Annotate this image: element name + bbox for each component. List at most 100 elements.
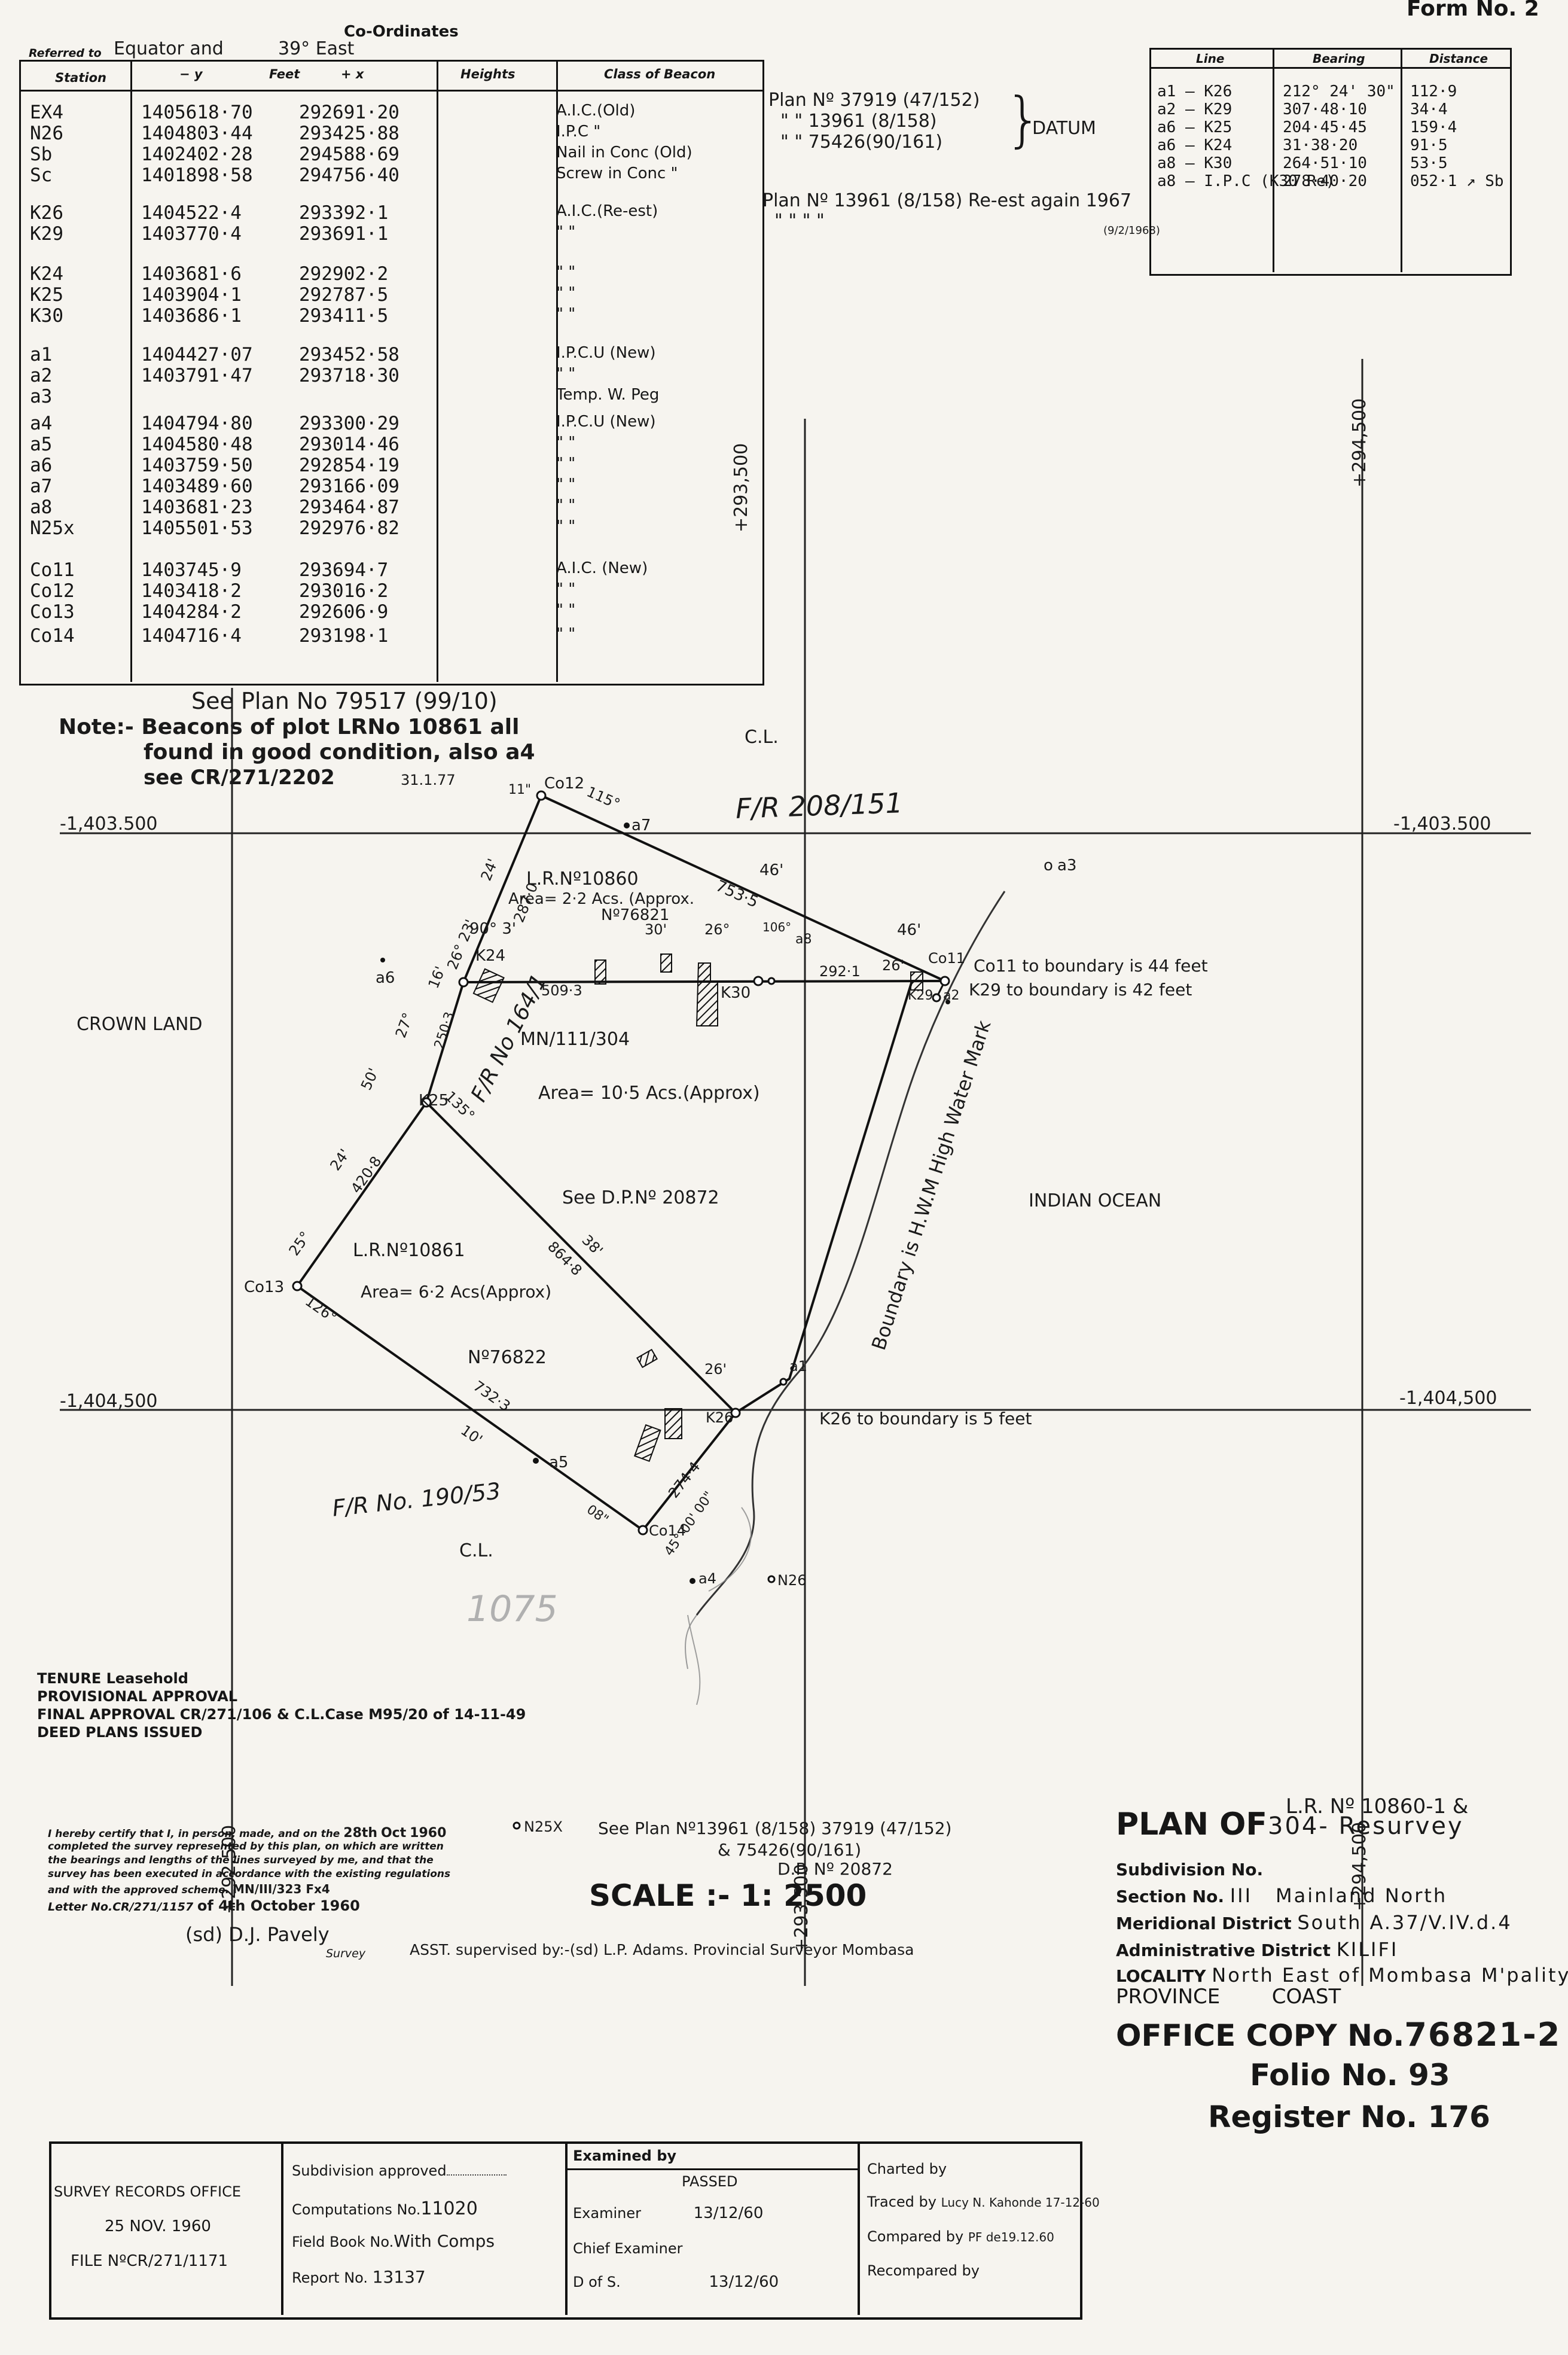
plan-administrative: Administrative District KILIFI [1116, 1938, 1399, 1961]
station-co13: Co13 [244, 1278, 285, 1296]
building-4 [695, 962, 718, 1026]
beacon-n25x [513, 1821, 521, 1830]
coord-cls-4: Screw in Conc " [556, 164, 678, 182]
label-crown-land-top: C.L. [745, 727, 779, 748]
bearing-distance-2: 34·4 [1410, 100, 1448, 118]
coord-station-6: K29 [30, 223, 63, 245]
header-class-of-beacon: Class of Beacon [604, 67, 716, 81]
coord-x-15: 292854·19 [299, 455, 399, 476]
beacon-a2 [945, 1000, 950, 1004]
coord-cls-10: I.P.C.U (New) [556, 344, 656, 362]
note-k26-boundary: K26 to boundary is 5 feet [819, 1409, 1032, 1428]
coord-x-20: 293016·2 [299, 580, 389, 602]
coord-station-16: a7 [30, 476, 53, 497]
label-lr-10861: L.R.Nº10861 [353, 1240, 465, 1261]
coord-x-4: 294756·40 [299, 164, 399, 186]
certify-text-5: and with the approved scheme. MN/III/323… [48, 1882, 330, 1896]
beacon-a8 [767, 977, 776, 985]
coord-cls-5: A.I.C.(Re-est) [556, 202, 658, 220]
coord-x-1: 292691·20 [299, 102, 399, 123]
certify-letter: Letter No.CR/271/1157 of 4th October 196… [48, 1897, 360, 1914]
beacon-k30 [753, 976, 764, 986]
label-pencil-1075: 1075 [466, 1588, 558, 1630]
records-field-book: Field Book No.With Comps [292, 2231, 495, 2251]
dim-509: 509·3 [541, 982, 582, 999]
referred-to-value: Equator and [114, 38, 224, 59]
coord-cls-9: " " [556, 305, 576, 323]
station-k24: K24 [475, 947, 506, 965]
bearings-table [1149, 48, 1512, 276]
coord-station-13: a4 [30, 413, 53, 434]
bearings-header-distance: Distance [1429, 51, 1488, 66]
datum-plan-2: " " 13961 (8/158) [780, 111, 937, 132]
records-computations: Computations No.11020 [292, 2198, 478, 2219]
coord-y-14: 1404580·48 [141, 434, 253, 455]
label-no-76821: Nº76821 [601, 906, 670, 924]
coord-station-2: N26 [30, 123, 63, 144]
see-plan-bottom-3: D.P. Nº 20872 [777, 1859, 893, 1879]
plan-office-copy: OFFICE COPY No.76821-2 [1116, 2016, 1561, 2054]
station-a2: a2 [943, 988, 960, 1003]
beacons-note-date: 31.1.77 [401, 772, 456, 788]
dim-26b: 26° [704, 921, 730, 938]
records-charted-by: Charted by [867, 2161, 947, 2177]
datum-reest: Plan Nº 13961 (8/158) Re-est again 1967 [762, 190, 1132, 211]
bearings-header-line: Line [1196, 51, 1225, 66]
boundary-east [734, 980, 945, 1414]
note-co11-boundary: Co11 to boundary is 44 feet [974, 956, 1208, 976]
records-subdivision-approved: Subdivision approved [292, 2162, 507, 2179]
records-file: FILE NºCR/271/1171 [71, 2252, 228, 2270]
form-number: Form No. 2 [1407, 0, 1539, 21]
coord-cls-17: " " [556, 496, 576, 514]
bearing-bearing-6: 278·40·20 [1283, 172, 1367, 190]
coord-y-6: 1403770·4 [141, 223, 242, 245]
station-a4: a4 [698, 1570, 716, 1587]
coord-y-4: 1401898·58 [141, 164, 253, 186]
records-dofs: D of S. 13/12/60 [573, 2273, 779, 2291]
station-co12: Co12 [544, 775, 585, 793]
station-k25: K25 [419, 1092, 449, 1110]
dim-46a: 46' [759, 861, 784, 879]
beacon-co14 [637, 1525, 648, 1536]
station-co14: Co14 [649, 1522, 686, 1539]
dim-46b: 46' [897, 921, 922, 939]
high-water-mark-line [695, 891, 1006, 1616]
coord-y-7: 1403681·6 [141, 263, 242, 285]
dim-292: 292·1 [819, 963, 861, 980]
coord-y-20: 1403418·2 [141, 580, 242, 602]
plan-folio: Folio No. 93 [1250, 2058, 1450, 2092]
records-report: Report No. 13137 [292, 2267, 426, 2287]
coord-x-6: 293691·1 [299, 223, 389, 245]
header-feet: Feet [269, 67, 300, 81]
coord-station-10: a1 [30, 344, 53, 365]
tenure-line-4: DEED PLANS ISSUED [37, 1724, 203, 1741]
coord-x-9: 293411·5 [299, 305, 389, 327]
grid-label-y1-right: -1,403.500 [1393, 814, 1491, 834]
records-chief-examiner: Chief Examiner [573, 2240, 683, 2257]
coord-x-3: 294588·69 [299, 144, 399, 165]
coord-x-19: 293694·7 [299, 559, 389, 581]
building-1 [472, 968, 505, 1003]
station-a5: a5 [549, 1454, 569, 1472]
certify-signed: (sd) D.J. Pavely [185, 1923, 330, 1946]
header-x: + x [341, 67, 364, 81]
coord-y-2: 1404803·44 [141, 123, 253, 144]
grid-label-x293-top: +293,500 [731, 443, 752, 532]
coord-y-8: 1403904·1 [141, 284, 242, 306]
datum-label: DATUM [1032, 118, 1096, 139]
coord-x-18: 292976·82 [299, 517, 399, 539]
coord-cls-11: " " [556, 365, 576, 383]
coord-y-5: 1404522·4 [141, 202, 242, 224]
bearing-line-1: a1 – K26 [1157, 83, 1233, 100]
coord-y-19: 1403745·9 [141, 559, 242, 581]
datum-plan-3: " " 75426(90/161) [780, 132, 943, 153]
plan-subdivision: Subdivision No. [1116, 1860, 1264, 1879]
label-crown-land-bottom: C.L. [459, 1540, 493, 1561]
station-n26: N26 [777, 1572, 807, 1589]
dim-26d: 26' [704, 1361, 727, 1378]
header-y: − y [179, 67, 203, 81]
coord-station-17: a8 [30, 496, 53, 518]
coord-cls-8: " " [556, 284, 576, 302]
datum-reest-date: (9/2/1968) [1103, 224, 1160, 237]
